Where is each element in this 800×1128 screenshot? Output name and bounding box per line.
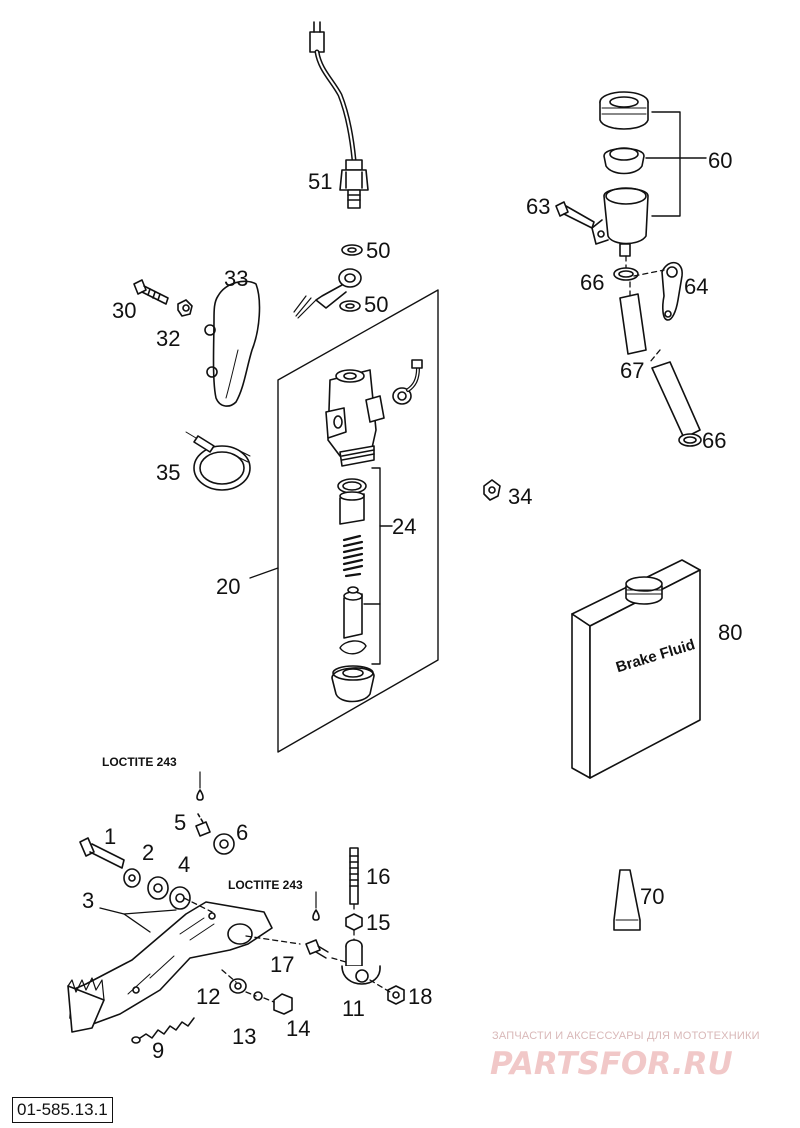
bracket-part-64: [661, 261, 683, 321]
bolt-part-30: [133, 279, 169, 305]
callout-4: 4: [178, 852, 191, 877]
callout-64: 64: [684, 274, 709, 299]
bolt-part-17: [305, 939, 329, 959]
bracket-24: [371, 467, 381, 665]
watermark-logo: PARTSFOR.RU: [490, 1046, 733, 1080]
diagram-code: 01-585.13.1: [12, 1097, 113, 1123]
master-cylinder-group-frame: [277, 289, 439, 753]
callout-34: 34: [508, 484, 533, 509]
loctite-bottle-part-70: [613, 869, 641, 931]
callout-14: 14: [286, 1016, 311, 1041]
brake-light-switch-part-51: [309, 21, 369, 209]
callout-20: 20: [216, 574, 241, 599]
callout-67: 67: [620, 358, 645, 383]
seal-washers-part-50: [293, 244, 363, 319]
watermark-subtitle: ЗАПЧАСТИ И АКСЕССУАРЫ ДЛЯ МОТОТЕХНИКИ: [492, 1030, 760, 1042]
nut-part-15: [345, 913, 363, 931]
callout-6: 6: [236, 820, 249, 845]
nut-part-14: [273, 993, 293, 1015]
callout-30: 30: [112, 298, 137, 323]
hose-nipple: [392, 359, 423, 405]
bushing-part-6: [213, 833, 235, 855]
bearing-part-4: [147, 876, 191, 910]
hose-clamp-part-66-bottom: [678, 433, 702, 447]
callout-5: 5: [174, 810, 187, 835]
ball-part-13: [253, 991, 263, 1001]
callout-32: 32: [156, 326, 181, 351]
callout-50-upper: 50: [366, 238, 391, 263]
callout-66-bottom: 66: [702, 428, 727, 453]
callout-17: 17: [270, 952, 295, 977]
callout-33: 33: [224, 266, 249, 291]
nut-part-34: [483, 479, 501, 501]
callout-1: 1: [104, 824, 117, 849]
callout-66-top: 66: [580, 270, 605, 295]
washer-part-2: [123, 868, 141, 888]
brake-pedal-part-3: [67, 901, 273, 1033]
guard-part-33: [204, 280, 261, 407]
callout-80: 80: [718, 620, 743, 645]
callout-51: 51: [308, 169, 333, 194]
loctite-drop-2: [312, 909, 320, 921]
nut-part-18: [387, 985, 405, 1005]
master-cylinder-body-part-20: [325, 369, 385, 467]
loctite-drop-1: [196, 789, 204, 801]
callout-35: 35: [156, 460, 181, 485]
clevis-fork-part-11: [341, 939, 381, 985]
repair-kit-part-24: [331, 478, 375, 703]
spring-part-9: [131, 1017, 195, 1044]
callout-16: 16: [366, 864, 391, 889]
hose-part-67: [619, 293, 701, 439]
loctite-label-lower: LOCTITE 243: [228, 878, 303, 892]
callout-12: 12: [196, 984, 221, 1009]
callout-70: 70: [640, 884, 665, 909]
callout-24: 24: [392, 514, 417, 539]
callout-15: 15: [366, 910, 391, 935]
callout-3: 3: [82, 888, 95, 913]
nut-part-32: [177, 299, 193, 317]
cable-tie-part-35: [185, 431, 251, 491]
brake-fluid-can-part-80: [571, 559, 701, 779]
callout-2: 2: [142, 840, 155, 865]
watermark-logo-text: PARTSFOR.RU: [490, 1046, 733, 1080]
bolt-part-63: [555, 201, 595, 229]
callout-60: 60: [708, 148, 733, 173]
callout-9: 9: [152, 1038, 165, 1063]
callout-63: 63: [526, 194, 551, 219]
washer-part-12: [229, 978, 247, 994]
callout-50-lower: 50: [364, 292, 389, 317]
loctite-label-upper: LOCTITE 243: [102, 755, 177, 769]
hose-clamp-part-66-top: [613, 267, 639, 281]
bolt-part-1: [79, 837, 125, 869]
reservoir-cap-part-60: [599, 91, 649, 175]
bracket-60: [651, 111, 681, 217]
screw-part-5: [195, 813, 211, 837]
callout-18: 18: [408, 984, 433, 1009]
callout-13: 13: [232, 1024, 257, 1049]
piston-rod-part-16: [349, 847, 359, 905]
reservoir-body: [591, 187, 649, 257]
callout-11: 11: [342, 996, 365, 1021]
dash-pedal: [183, 897, 391, 1003]
